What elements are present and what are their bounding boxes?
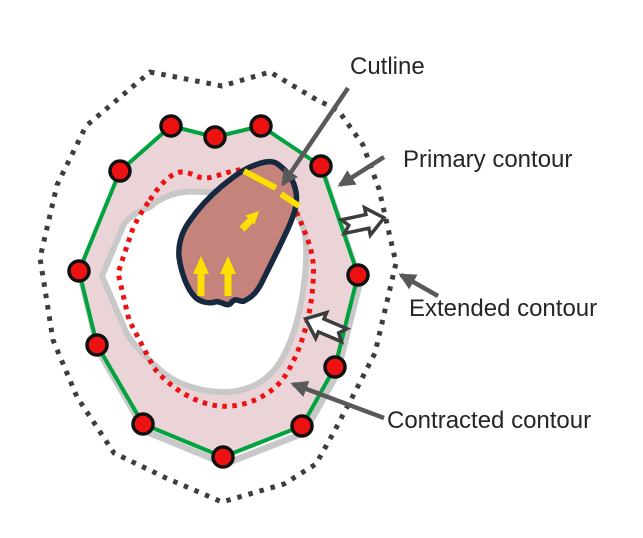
primary-contour-vertex	[159, 114, 183, 138]
primary-contour-vertex	[309, 154, 333, 178]
growth-arrow-diagonal-head	[245, 211, 259, 225]
primary-contour-vertex	[108, 159, 132, 183]
cutline-segment-2	[279, 191, 301, 209]
primary-contour-vertex	[85, 333, 109, 357]
primary-contour-vertex	[211, 445, 235, 469]
extended-contour-label: Extended contour	[409, 295, 598, 322]
primary-contour-vertex	[290, 414, 314, 438]
growth-arrow-diagonal	[239, 217, 254, 232]
extended-contour-line	[37, 69, 399, 505]
primary-contour-vertex	[67, 259, 91, 283]
contracted-contour-label-arrow	[290, 380, 385, 421]
contour-band	[79, 126, 358, 457]
extended-contour-label-arrow	[398, 273, 440, 298]
growth-arrow-up-1-head	[193, 256, 209, 274]
contraction-block-arrow	[302, 309, 352, 345]
growth-arrow-up-2-head	[220, 256, 236, 274]
contracted-contour-label: Contracted contour	[387, 407, 592, 434]
contracted-contour-line	[115, 166, 316, 409]
target-blob	[176, 158, 300, 308]
primary-contour-vertex	[323, 355, 347, 379]
primary-contour-vertex	[346, 263, 370, 287]
cutline-segment-1	[242, 168, 278, 191]
primary-contour-vertex	[249, 114, 273, 138]
expansion-block-arrow	[337, 204, 387, 240]
cutline-label-arrow	[281, 86, 350, 187]
primary-contour-label: Primary contour	[403, 146, 573, 173]
primary-contour-vertex	[203, 125, 227, 149]
primary-contour-label-arrow	[337, 155, 386, 187]
primary-contour-vertex	[131, 412, 155, 436]
cutline-label: Cutline	[350, 53, 425, 80]
